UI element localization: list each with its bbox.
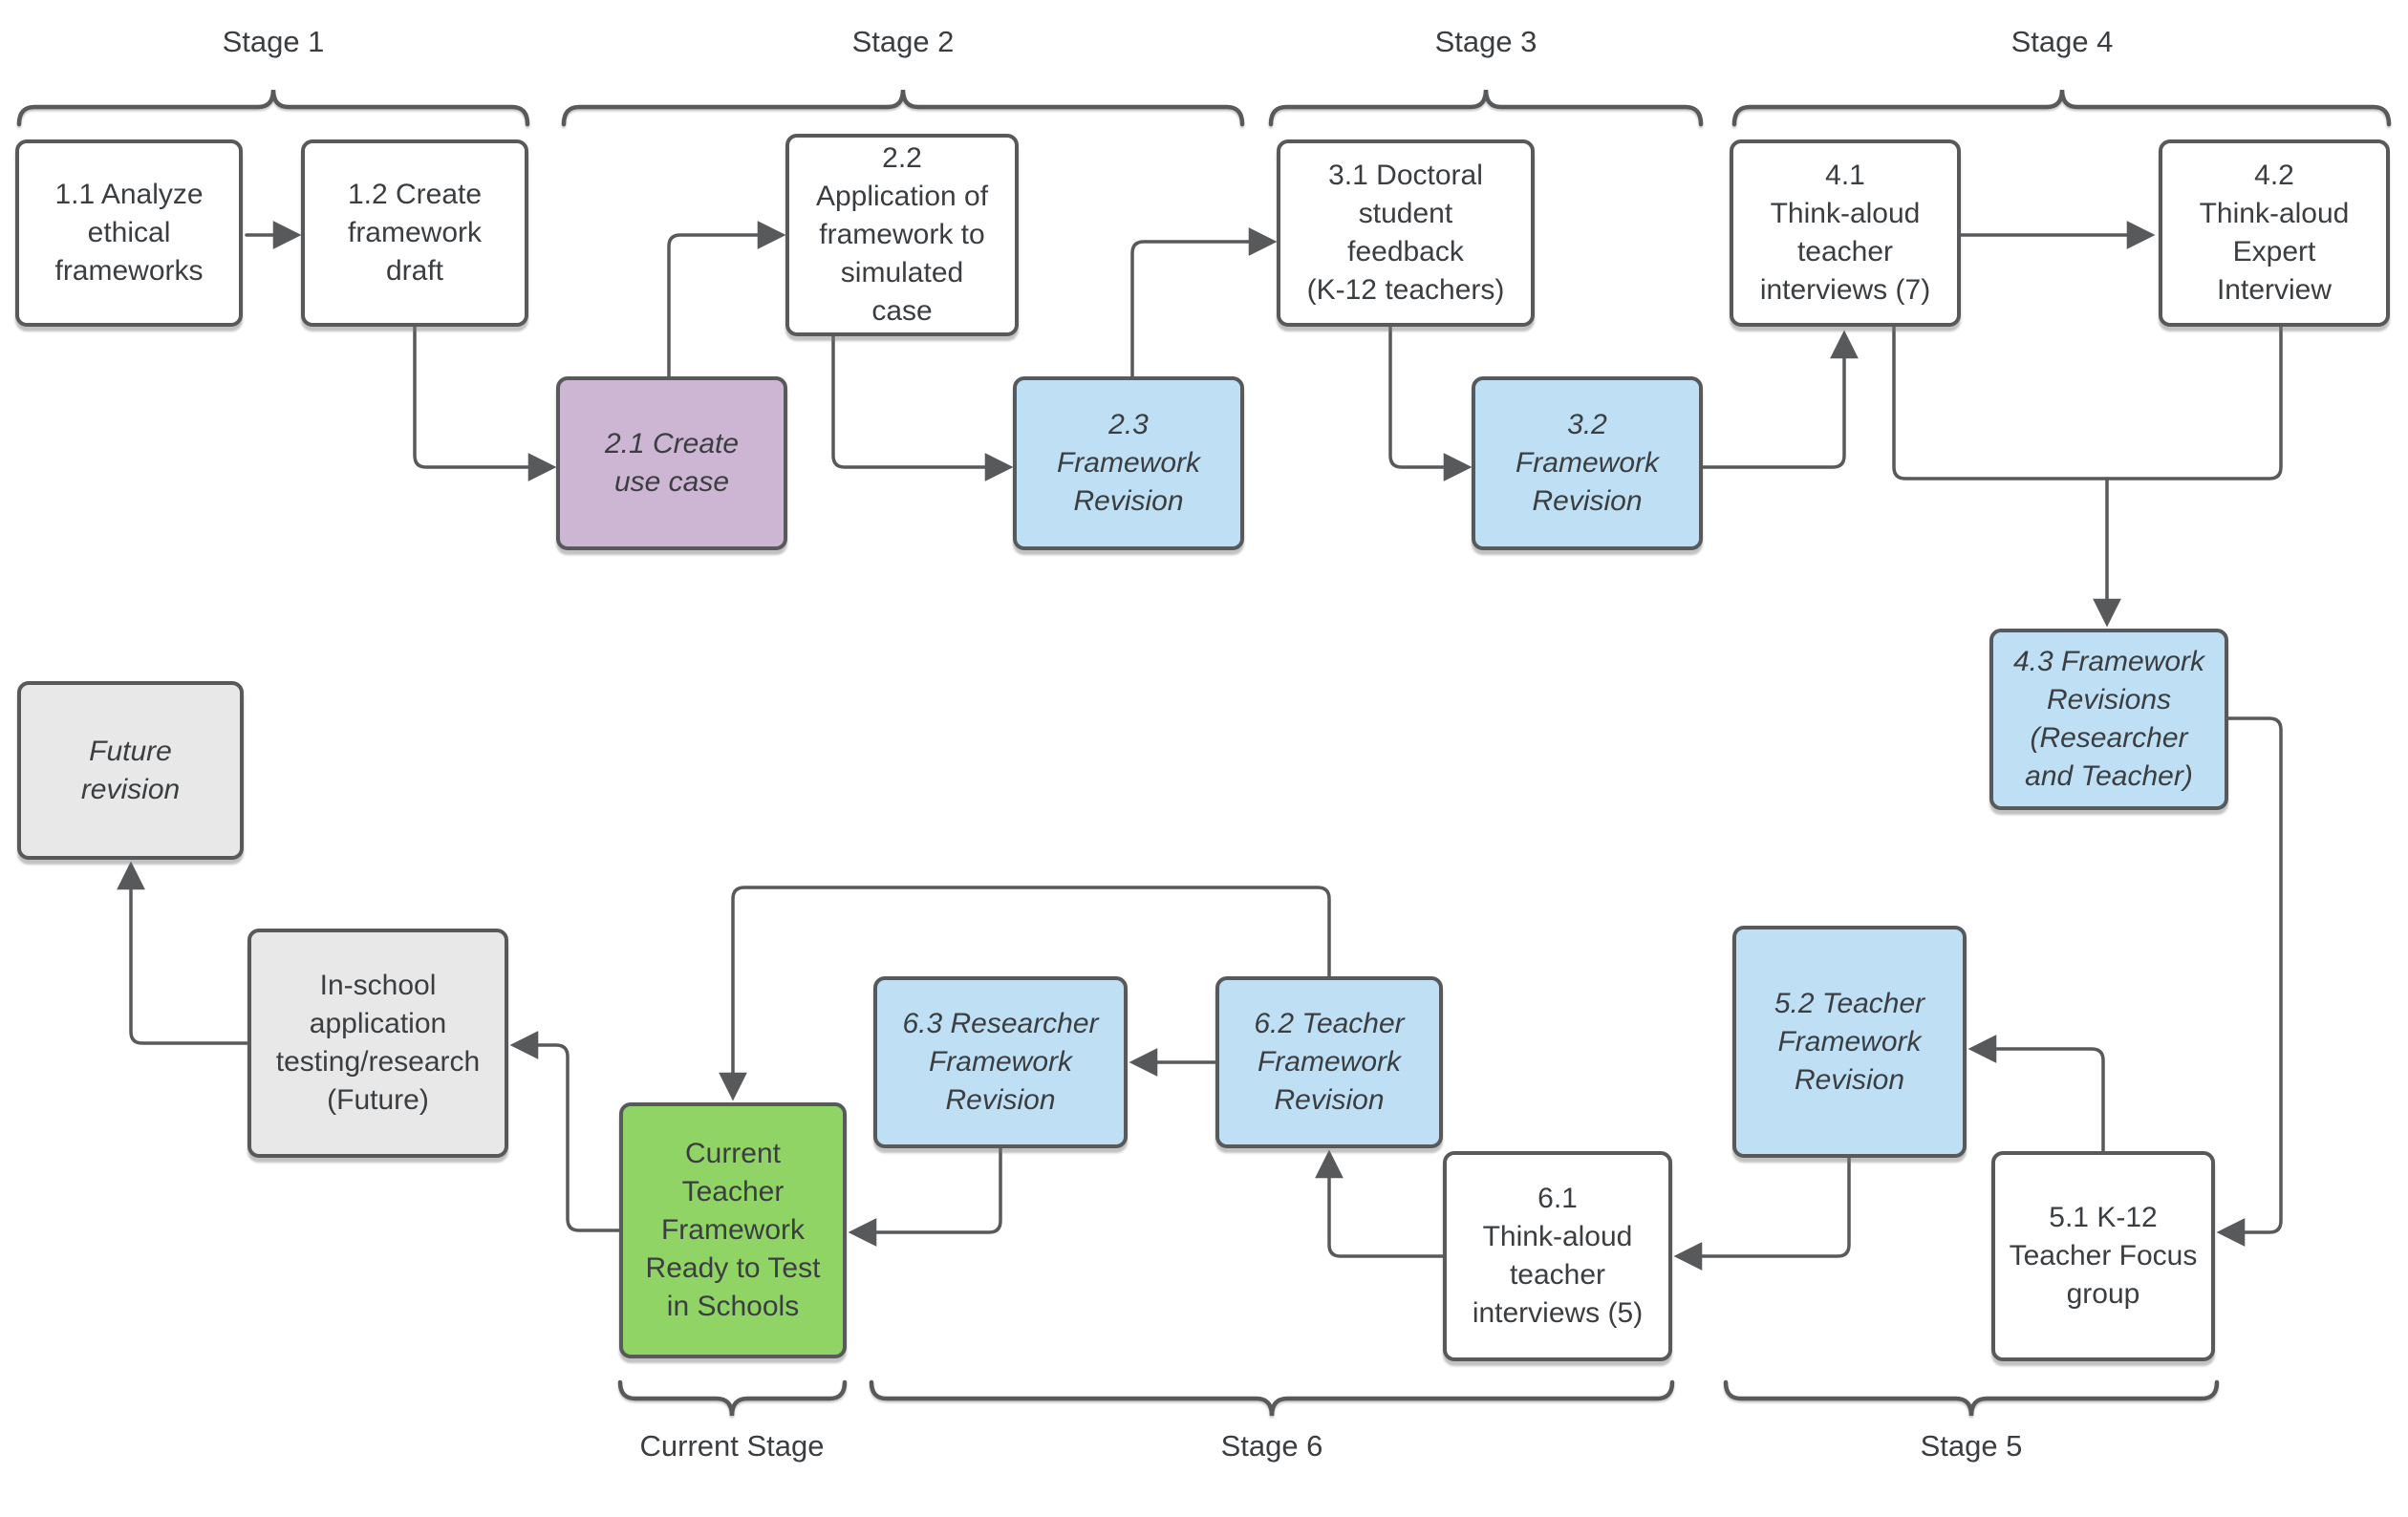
brace-stage-2 — [561, 89, 1245, 127]
connector-2-1-to-2-2 — [667, 221, 786, 378]
brace-stage-4 — [1731, 89, 2392, 127]
node-label: 1.2 Create framework draft — [347, 179, 483, 287]
connector-6-1-to-6-2 — [1315, 1149, 1445, 1258]
node-4-2-think-aloud-expert-interview: 4.2 Think-aloud Expert Interview — [2159, 139, 2390, 327]
brace-stage-1 — [16, 89, 530, 127]
stage-5-label: Stage 5 — [1920, 1429, 2023, 1463]
brace-current-stage — [617, 1379, 848, 1417]
node-2-3-framework-revision: 2.3 Framework Revision — [1013, 376, 1244, 550]
connector-5-1-to-5-2 — [1967, 1035, 2105, 1153]
node-label: 6.2 Teacher Framework Revision — [1254, 1008, 1405, 1116]
node-6-2-teacher-framework-revision: 6.2 Teacher Framework Revision — [1215, 976, 1443, 1148]
brace-stage-6 — [869, 1379, 1675, 1417]
node-label: In-school application testing/research (… — [275, 970, 481, 1116]
node-3-2-framework-revision: 3.2 Framework Revision — [1472, 376, 1703, 550]
node-label: 2.1 Create use case — [604, 428, 740, 498]
node-4-3-framework-revisions: 4.3 Framework Revisions (Researcher and … — [1989, 629, 2228, 810]
node-5-2-teacher-framework-revision: 5.2 Teacher Framework Revision — [1732, 926, 1967, 1158]
node-label: 4.3 Framework Revisions (Researcher and … — [2012, 646, 2205, 792]
stage-4-label: Stage 4 — [2010, 25, 2114, 58]
node-4-1-think-aloud-teacher-interviews: 4.1 Think-aloud teacher interviews (7) — [1730, 139, 1961, 327]
node-1-2-create-framework-draft: 1.2 Create framework draft — [301, 139, 528, 327]
node-in-school-application-testing: In-school application testing/research (… — [247, 929, 508, 1158]
node-label: 3.2 Framework Revision — [1515, 409, 1659, 517]
connector-4-1-4-2-merge — [1892, 325, 2283, 481]
node-5-1-k12-teacher-focus-group: 5.1 K-12 Teacher Focus group — [1991, 1151, 2215, 1361]
connector-4-3-to-5-1 — [2216, 716, 2283, 1247]
stage-6-label: Stage 6 — [1220, 1429, 1323, 1463]
connector-3-1-to-3-2 — [1388, 325, 1473, 481]
stage-3-label: Stage 3 — [1434, 25, 1537, 58]
node-label: 5.1 K-12 Teacher Focus group — [2009, 1202, 2198, 1310]
connector-3-2-to-4-1 — [1701, 330, 1859, 469]
node-label: 2.2 Application of framework to simulate… — [815, 142, 989, 327]
connector-2-3-to-3-1 — [1130, 227, 1278, 378]
node-6-3-researcher-framework-revision: 6.3 Researcher Framework Revision — [873, 976, 1128, 1148]
node-3-1-doctoral-student-feedback: 3.1 Doctoral student feedback (K-12 teac… — [1277, 139, 1535, 327]
connector-5-2-to-6-1 — [1673, 1156, 1851, 1271]
node-label: 4.1 Think-aloud teacher interviews (7) — [1759, 160, 1931, 306]
node-label: 2.3 Framework Revision — [1056, 409, 1200, 517]
node-label: 6.1 Think-aloud teacher interviews (5) — [1472, 1183, 1644, 1329]
brace-stage-3 — [1268, 89, 1704, 127]
node-2-2-application-of-framework: 2.2 Application of framework to simulate… — [785, 134, 1019, 336]
node-label: 5.2 Teacher Framework Revision — [1774, 987, 1925, 1096]
brace-stage-5 — [1723, 1379, 2220, 1417]
connector-2-2-to-2-3 — [831, 334, 1014, 481]
current-stage-label: Current Stage — [639, 1429, 825, 1463]
connector-inschool-to-future — [117, 861, 249, 1045]
node-label: Current Teacher Framework Ready to Test … — [645, 1138, 821, 1322]
node-label: 6.3 Researcher Framework Revision — [902, 1008, 1099, 1116]
connector-current-to-inschool — [509, 1031, 621, 1232]
node-6-1-think-aloud-teacher-interviews: 6.1 Think-aloud teacher interviews (5) — [1443, 1151, 1672, 1361]
node-label: 3.1 Doctoral student feedback (K-12 teac… — [1306, 160, 1505, 306]
stage-1-label: Stage 1 — [222, 25, 325, 58]
node-label: 4.2 Think-aloud Expert Interview — [2199, 160, 2350, 306]
node-1-1-analyze-ethical-frameworks: 1.1 Analyze ethical frameworks — [15, 139, 243, 327]
connector-1-2-to-2-1 — [413, 325, 557, 481]
stage-2-label: Stage 2 — [851, 25, 955, 58]
connector-6-2-to-current-top — [719, 886, 1331, 1101]
connector-6-3-to-current — [848, 1146, 1002, 1247]
node-future-revision: Future revision — [17, 681, 244, 860]
node-current-teacher-framework: Current Teacher Framework Ready to Test … — [619, 1102, 847, 1358]
node-label: Future revision — [80, 735, 181, 805]
node-label: 1.1 Analyze ethical frameworks — [54, 179, 204, 287]
node-2-1-create-use-case: 2.1 Create use case — [556, 376, 787, 550]
